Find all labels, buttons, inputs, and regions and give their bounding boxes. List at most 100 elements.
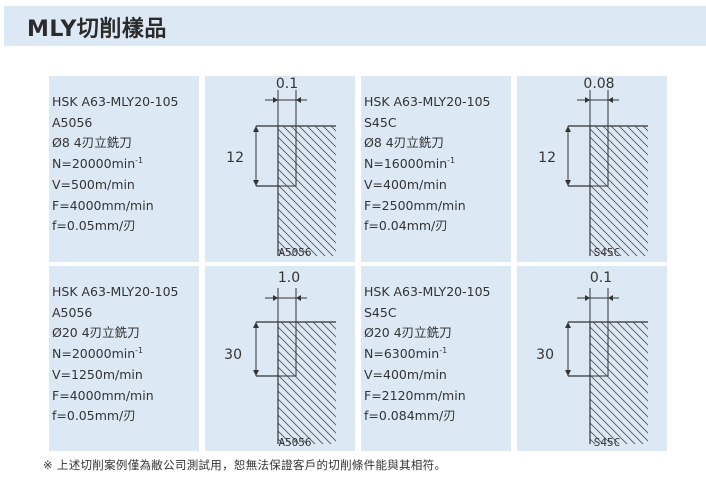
hatch-line xyxy=(304,322,336,444)
cutter: Ø20 4刃立銑刀 xyxy=(52,325,140,341)
hatch-line xyxy=(590,322,648,444)
feed-per-tooth: f=0.04mm/刃 xyxy=(364,218,448,234)
sample-4-spec: HSK A63-MLY20-105 S45C Ø20 4刃立銑刀 N=6300m… xyxy=(361,266,511,451)
hatch-line xyxy=(278,322,336,444)
material: A5056 xyxy=(52,114,93,130)
hatch-line xyxy=(590,126,616,256)
hatch-line xyxy=(616,126,648,256)
top-dimension: 0.1 xyxy=(276,76,298,92)
hatch-line xyxy=(590,322,632,444)
hatch-line xyxy=(278,126,336,256)
hatch-line xyxy=(345,116,355,262)
side-dimension: 12 xyxy=(538,150,556,166)
feed-rate: F=2120mm/min xyxy=(364,387,466,403)
hatch-line xyxy=(592,126,648,256)
hatch-line xyxy=(600,126,648,256)
hatch-line xyxy=(616,322,648,444)
hatch-line xyxy=(205,116,263,262)
hatch-line xyxy=(280,322,336,444)
hatch-line xyxy=(517,116,527,262)
hatch-line xyxy=(590,126,648,256)
hatch-line xyxy=(278,322,336,444)
cutting-velocity: V=1250m/min xyxy=(52,366,143,382)
page-header: MLY切削樣品 xyxy=(4,6,706,46)
feed-per-tooth: f=0.05mm/刃 xyxy=(52,218,136,234)
material-label: S45C xyxy=(594,246,621,259)
hatch-line xyxy=(278,322,280,444)
hatch-line xyxy=(205,116,271,262)
hatch-line xyxy=(296,322,336,444)
hatch-line xyxy=(590,322,624,444)
hatch-line xyxy=(517,116,543,262)
hatch-line xyxy=(590,322,648,444)
hatch-line xyxy=(278,126,336,256)
cutting-velocity: V=400m/min xyxy=(364,176,447,192)
hatch-line xyxy=(632,322,648,444)
hatch-line xyxy=(205,306,239,451)
hatch-line xyxy=(278,126,336,256)
hatch-line xyxy=(657,306,667,451)
sample-3-spec: HSK A63-MLY20-105 A5056 Ø20 4刃立銑刀 N=2000… xyxy=(49,266,199,451)
hatch-line xyxy=(278,126,280,256)
feed-rate: F=4000mm/min xyxy=(52,197,154,213)
hatch-line xyxy=(590,322,648,444)
hatch-line xyxy=(345,306,355,451)
hatch-line xyxy=(590,126,648,256)
tool-model: HSK A63-MLY20-105 xyxy=(52,284,179,299)
hatch-line xyxy=(517,306,551,451)
hatch-line xyxy=(590,322,648,444)
hatch-line xyxy=(278,322,336,444)
cutting-velocity: V=400m/min xyxy=(364,366,447,382)
cut-diagram-figure: 1.0 30 A5056 xyxy=(205,270,355,451)
hatch-line xyxy=(590,322,648,444)
hatch-line xyxy=(278,322,336,444)
hatch-line xyxy=(632,126,648,256)
hatch-line xyxy=(328,322,336,444)
hatch-line xyxy=(278,322,336,444)
hatch-line xyxy=(205,306,255,451)
hatch-line xyxy=(278,322,336,444)
top-dimension: 1.0 xyxy=(278,270,300,286)
hatch-line xyxy=(517,116,567,262)
hatch-line xyxy=(337,116,355,262)
hatch-line xyxy=(608,322,648,444)
material: A5056 xyxy=(52,304,93,320)
cut-diagram-figure: 0.1 30 S45C xyxy=(517,270,667,451)
hatch-line xyxy=(205,116,215,262)
hatch-line xyxy=(278,126,336,256)
hatch-line xyxy=(600,322,648,444)
hatch-line xyxy=(517,306,583,451)
sample-1-spec: HSK A63-MLY20-105 A5056 Ø8 4刃立銑刀 N=20000… xyxy=(49,76,199,262)
hatch-line xyxy=(278,126,336,256)
hatch-line xyxy=(665,116,667,262)
hatch-line xyxy=(205,116,239,262)
material-hatch xyxy=(517,116,667,262)
hatch-line xyxy=(278,126,304,256)
hatch-line xyxy=(590,322,640,444)
hatch-line xyxy=(278,126,336,256)
cutter: Ø20 4刃立銑刀 xyxy=(364,325,452,341)
feed-per-tooth: f=0.084mm/刃 xyxy=(364,408,456,424)
hatch-line xyxy=(205,306,223,451)
hatch-line xyxy=(278,322,336,444)
material-label: S45C xyxy=(594,436,621,449)
hatch-line xyxy=(353,116,355,262)
hatch-line xyxy=(517,116,575,262)
material-label: A5056 xyxy=(278,246,311,259)
hatch-line xyxy=(205,306,271,451)
hatch-line xyxy=(649,116,667,262)
hatch-line xyxy=(278,126,336,256)
hatch-line xyxy=(353,306,355,451)
sample-3-diagram: 1.0 30 A5056 xyxy=(205,266,355,451)
hatch-line xyxy=(205,116,223,262)
material: S45C xyxy=(364,304,397,320)
spindle-speed: N=6300min-1 xyxy=(364,346,448,362)
top-dimension: 0.1 xyxy=(590,270,612,286)
hatch-line xyxy=(296,126,336,256)
hatch-line xyxy=(657,116,667,262)
hatch-line xyxy=(205,306,215,451)
hatch-line xyxy=(205,306,231,451)
hatch-line xyxy=(288,126,336,256)
hatch-line xyxy=(278,322,288,444)
tool-model: HSK A63-MLY20-105 xyxy=(52,94,179,109)
